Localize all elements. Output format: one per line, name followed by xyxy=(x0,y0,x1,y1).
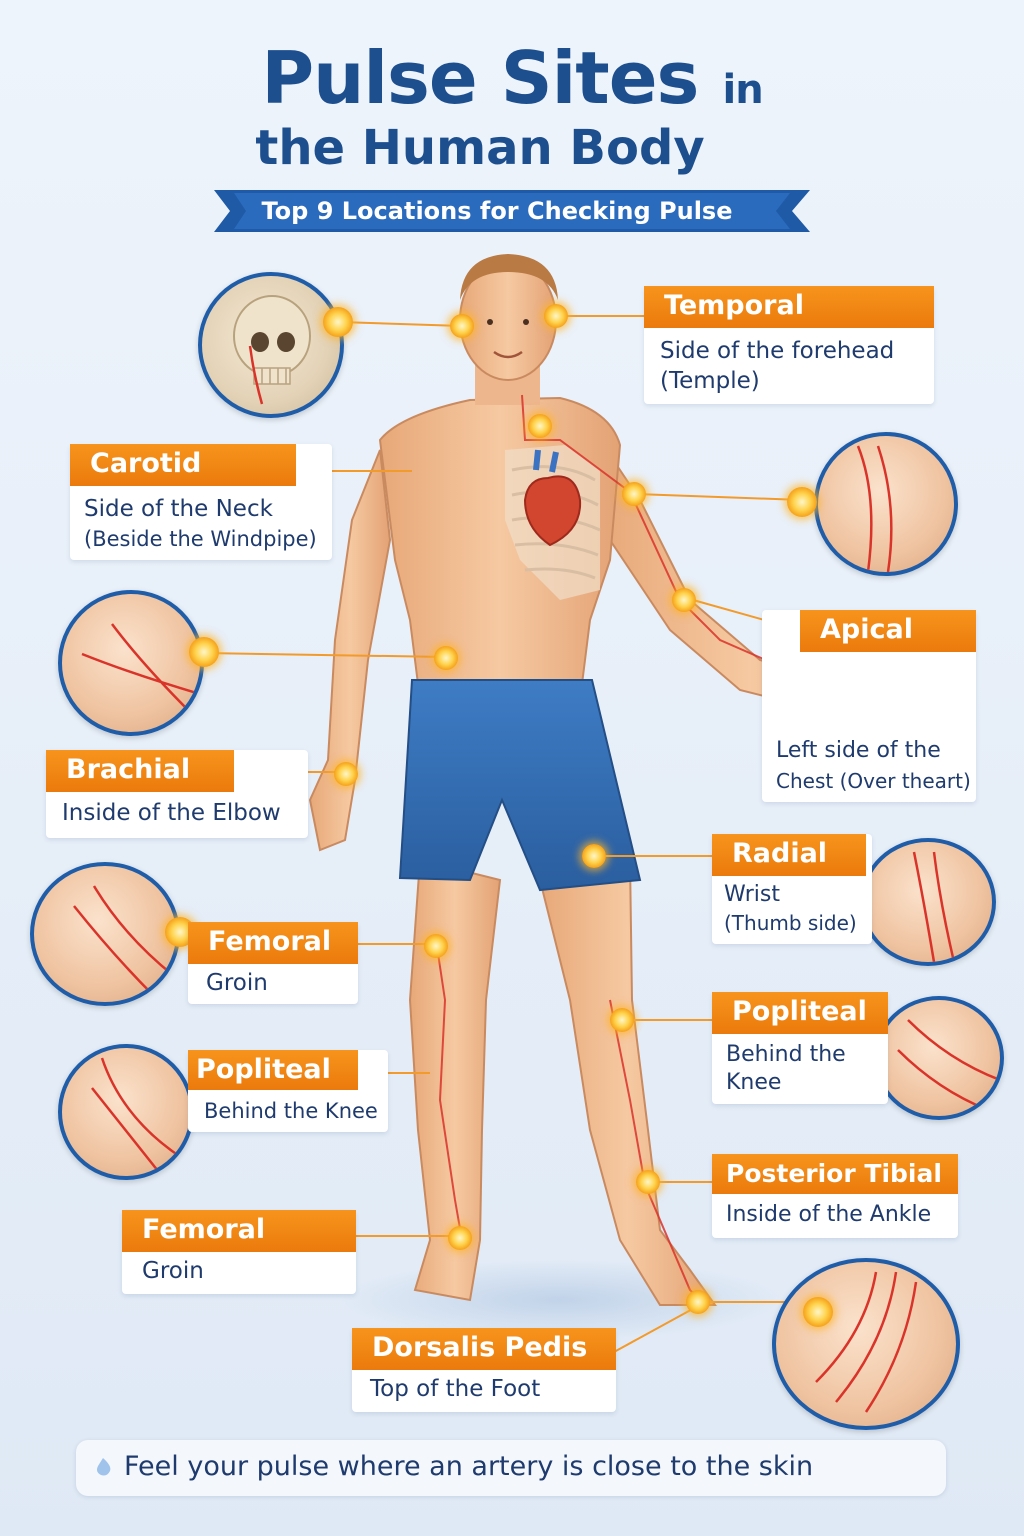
pulse-dot-wrist-inset xyxy=(189,637,219,667)
neck-inset xyxy=(814,432,958,576)
card-desc-line: (Temple) xyxy=(660,368,760,394)
card-desc-line: Left side of the xyxy=(776,738,941,763)
card-dorsalis-pedis: Dorsalis Pedis Top of the Foot xyxy=(352,1328,616,1412)
footer-text: Feel your pulse where an artery is close… xyxy=(124,1451,814,1482)
knee-inset-right xyxy=(874,996,1004,1120)
wrist-inset-right xyxy=(860,838,996,966)
pulse-dot-ankle xyxy=(448,1226,472,1250)
card-brachial: Brachial Inside of the Elbow xyxy=(46,750,308,838)
card-desc-line: Inside of the Elbow xyxy=(62,800,281,826)
card-label: Apical xyxy=(800,610,976,652)
pulse-dot-tibial xyxy=(636,1170,660,1194)
pulse-dot-thigh xyxy=(424,934,448,958)
skull-inset xyxy=(198,272,344,418)
card-label: Temporal xyxy=(644,286,934,328)
heart-drop-icon xyxy=(97,1458,111,1476)
card-label: Carotid xyxy=(70,444,296,486)
card-desc-line: Knee xyxy=(726,1070,782,1095)
card-radial: Radial Wrist (Thumb side) xyxy=(712,834,872,944)
card-label: Popliteal xyxy=(712,992,888,1034)
card-temporal: Temporal Side of the forehead (Temple) xyxy=(644,286,934,404)
card-desc-line: Groin xyxy=(142,1258,204,1284)
pulse-dot-carotid xyxy=(528,414,552,438)
title-main: Pulse Sites xyxy=(261,36,699,120)
subtitle: Top 9 Locations for Checking Pulse xyxy=(261,197,733,225)
pulse-dot-abdomen xyxy=(434,646,458,670)
card-label: Posterior Tibial xyxy=(712,1154,958,1194)
card-desc-line: Side of the Neck xyxy=(84,496,273,522)
card-desc-line: (Thumb side) xyxy=(724,911,857,935)
foot-inset xyxy=(772,1258,960,1430)
card-femoral-2: Femoral Groin xyxy=(122,1210,356,1294)
pulse-dot-foot xyxy=(686,1290,710,1314)
elbow-inset xyxy=(30,862,180,1006)
pulse-dot-neck-inset xyxy=(787,487,817,517)
pulse-dot-knee xyxy=(610,1008,634,1032)
card-popliteal-right: Popliteal Behind the Knee xyxy=(712,992,888,1104)
pulse-dot-temporal-inset xyxy=(323,307,353,337)
card-desc-line: (Beside the Windpipe) xyxy=(84,527,317,551)
pulse-dot-radial-left xyxy=(334,762,358,786)
subtitle-ribbon xyxy=(214,190,810,232)
card-desc-line: Chest (Over theart) xyxy=(776,769,971,793)
card-label: Brachial xyxy=(46,750,234,792)
skull-icon xyxy=(233,295,311,405)
card-desc-line: Behind the Knee xyxy=(204,1099,378,1123)
card-label: Radial xyxy=(712,834,866,876)
title-main-suffix: in xyxy=(722,67,764,113)
page-title: Pulse Sites in xyxy=(0,38,1024,130)
card-label: Dorsalis Pedis xyxy=(352,1328,616,1370)
pulse-dot-foot-inset xyxy=(803,1297,833,1327)
card-desc-line: Groin xyxy=(206,970,268,996)
card-desc-line: Behind the xyxy=(726,1042,846,1067)
card-carotid: Carotid Side of the Neck (Beside the Win… xyxy=(70,444,332,560)
knee-inset-left xyxy=(58,1044,194,1180)
wrist-inset-left xyxy=(58,590,204,736)
pulse-dot-brachial-arm xyxy=(622,482,646,506)
card-popliteal-left: Popliteal Behind the Knee xyxy=(188,1050,388,1132)
card-desc-line: Wrist xyxy=(724,882,781,907)
card-desc-line: Side of the forehead xyxy=(660,338,895,364)
card-label: Femoral xyxy=(122,1210,356,1252)
card-femoral-1: Femoral Groin xyxy=(188,922,358,1004)
pulse-dot-femoral-shorts xyxy=(582,844,606,868)
footer-banner: Feel your pulse where an artery is close… xyxy=(76,1440,946,1496)
pulse-dot-temporal-right xyxy=(544,304,568,328)
card-desc-line: Inside of the Ankle xyxy=(726,1202,932,1227)
card-apical: Apical Left side of the Chest (Over thea… xyxy=(762,610,976,802)
card-label: Femoral xyxy=(188,922,358,964)
pulse-dot-forearm xyxy=(672,588,696,612)
card-label: Popliteal xyxy=(188,1050,358,1090)
card-desc-line: Top of the Foot xyxy=(370,1376,541,1402)
card-posterior-tibial: Posterior Tibial Inside of the Ankle xyxy=(712,1154,958,1238)
page-title-line2: the Human Body xyxy=(255,120,705,176)
pulse-dot-temporal-left xyxy=(450,314,474,338)
